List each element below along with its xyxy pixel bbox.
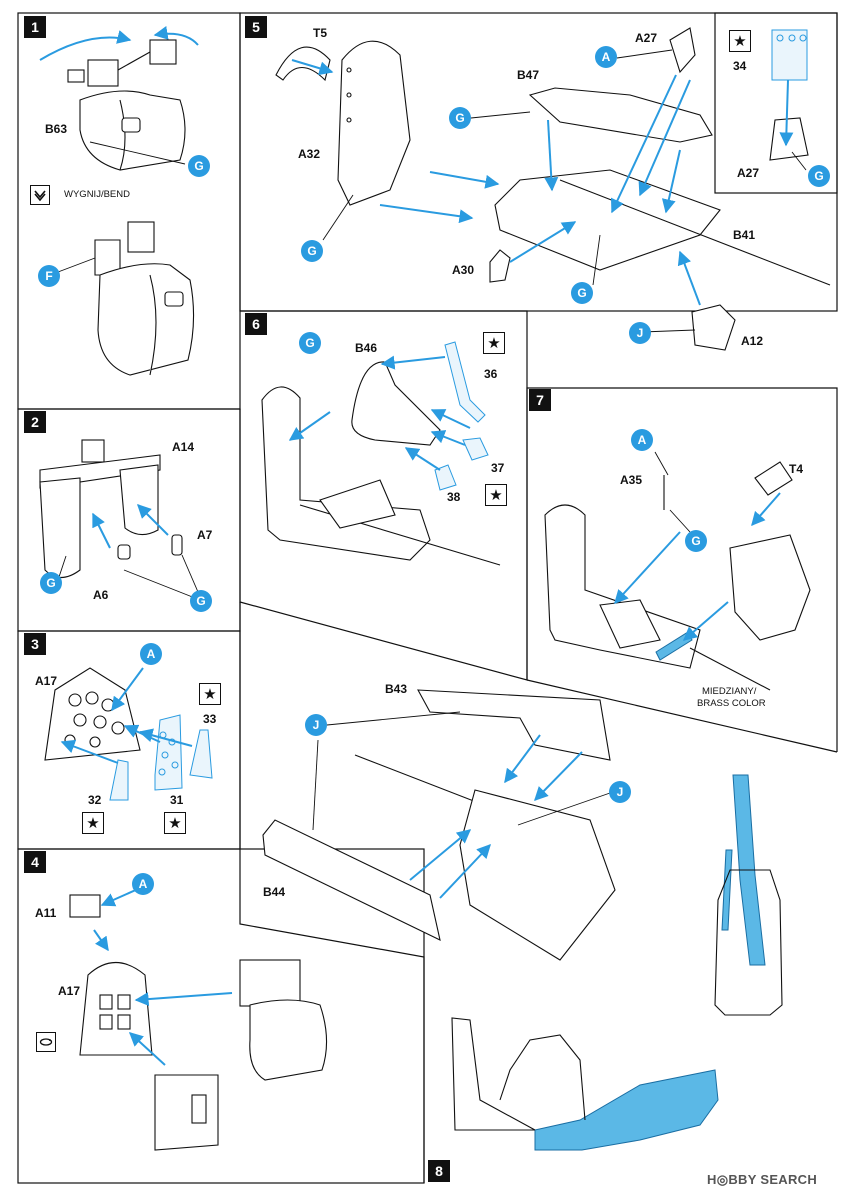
step7-arrows: [614, 492, 781, 641]
step5-detail-part: [769, 117, 809, 161]
bend-note: WYGNIJ/BEND: [64, 189, 130, 200]
step1-leaders: [57, 141, 186, 273]
paint-badge-a: A: [132, 873, 154, 895]
decal-star-icon: ★: [82, 812, 104, 834]
step5-leaders: [322, 49, 807, 333]
decal-label-32: 32: [88, 793, 102, 807]
paint-badge-g: G: [40, 572, 62, 594]
step8-leaders: [312, 711, 611, 831]
step2-seat-supports: [39, 439, 183, 579]
rotate-icon: [36, 1032, 56, 1052]
part-label-b46: B46: [355, 341, 378, 355]
part-label-a11: A11: [35, 906, 57, 920]
step5-detail-decal: [771, 29, 808, 81]
part-label-a14: A14: [172, 440, 195, 454]
step8-fuselage-sides: [262, 689, 616, 961]
part-label-b63: B63: [45, 122, 68, 136]
paint-badge-j: J: [305, 714, 327, 736]
brass-color-note-line1: MIEDZIANY/: [702, 686, 757, 697]
step1-gunsight-assembly: [39, 26, 199, 376]
decal-label-31: 31: [170, 793, 184, 807]
decal-label-38: 38: [447, 490, 461, 504]
paint-badge-g: G: [190, 590, 212, 612]
part-label-t4: T4: [789, 462, 804, 476]
step3-instrument-panel: [44, 667, 141, 761]
hobbysearch-watermark: H◎BBY SEARCH: [707, 1172, 818, 1187]
paint-badge-g: G: [571, 282, 593, 304]
decal-star-icon: ★: [485, 484, 507, 506]
part-label-a35: A35: [620, 473, 643, 487]
decal-star-icon: ★: [729, 30, 751, 52]
part-label-a30: A30: [452, 263, 475, 277]
part-label-a27-detail: A27: [737, 166, 760, 180]
panel-borders: [17, 12, 838, 1184]
part-label-b44: B44: [263, 885, 286, 899]
step6-belt-decals: [434, 341, 489, 491]
step-1-number: 1: [24, 16, 46, 38]
step4-arrows: [93, 888, 233, 1066]
paint-badge-g: G: [685, 530, 707, 552]
paint-badge-g: G: [299, 332, 321, 354]
paint-badge-g: G: [808, 165, 830, 187]
paint-badge-a: A: [595, 46, 617, 68]
part-label-a17: A17: [58, 984, 81, 998]
part-label-b41: B41: [733, 228, 756, 242]
step3-decals: [109, 714, 213, 801]
step-6-number: 6: [245, 313, 267, 335]
decal-label-36: 36: [484, 367, 498, 381]
paint-badge-a: A: [140, 643, 162, 665]
step2-arrows: [92, 504, 169, 549]
step4-panel-fit: [69, 894, 328, 1151]
step5-arrows: [291, 59, 794, 306]
step6-seat-install: [261, 361, 501, 566]
step8-arrows: [409, 734, 583, 899]
part-label-t5: T5: [313, 26, 328, 40]
step8-top-and-side-views: [451, 869, 783, 1131]
decal-star-icon: ★: [199, 683, 221, 705]
step3-arrows: [60, 667, 193, 764]
step-7-number: 7: [529, 389, 551, 411]
decal-label-34: 34: [733, 59, 747, 73]
step6-arrows: [288, 355, 471, 471]
step5-cockpit-floor: [275, 27, 831, 351]
step-5-number: 5: [245, 16, 267, 38]
paint-badge-j: J: [609, 781, 631, 803]
decal-label-37: 37: [491, 461, 505, 475]
paint-badge-a: A: [631, 429, 653, 451]
part-label-a12: A12: [741, 334, 764, 348]
paint-badge-g: G: [188, 155, 210, 177]
part-label-b43: B43: [385, 682, 408, 696]
paint-badge-g: G: [301, 240, 323, 262]
decal-star-icon: ★: [483, 332, 505, 354]
part-label-a32: A32: [298, 147, 321, 161]
paint-badge-g: G: [449, 107, 471, 129]
paint-badge-f: F: [38, 265, 60, 287]
decal-label-33: 33: [203, 712, 217, 726]
step-3-number: 3: [24, 633, 46, 655]
part-label-a17: A17: [35, 674, 58, 688]
bend-icon: [30, 185, 50, 205]
part-label-a27: A27: [635, 31, 658, 45]
decal-star-icon: ★: [164, 812, 186, 834]
part-label-a7: A7: [197, 528, 213, 542]
step7-cockpit-tub: [544, 461, 811, 691]
part-label-b47: B47: [517, 68, 540, 82]
paint-badge-j: J: [629, 322, 651, 344]
brass-color-note-line2: BRASS COLOR: [697, 698, 766, 709]
step7-leaders: [654, 451, 691, 533]
step-8-number: 8: [428, 1160, 450, 1182]
step-2-number: 2: [24, 411, 46, 433]
part-label-a6: A6: [93, 588, 109, 602]
step-4-number: 4: [24, 851, 46, 873]
